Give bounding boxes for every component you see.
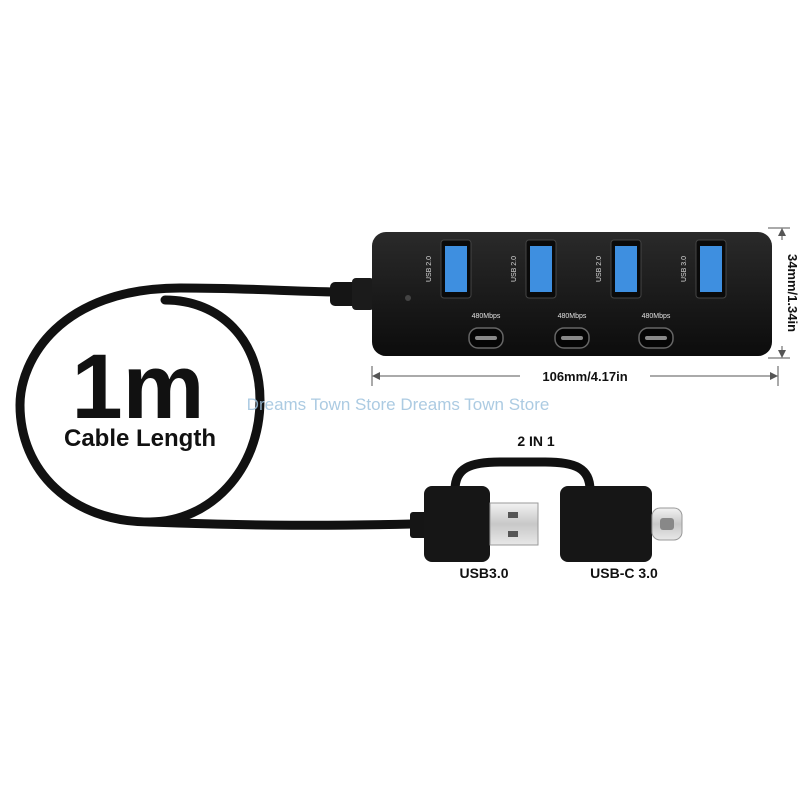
cable-length-value: 1m (72, 336, 205, 438)
usb-a-port: USB 2.0 (511, 239, 557, 299)
port-speed-label: 480Mbps (558, 313, 587, 320)
usb-a-label: USB3.0 (459, 565, 508, 581)
usb-c-ports: 480Mbps 480Mbps 480Mbps (468, 313, 674, 349)
cable (15, 283, 417, 530)
usb-port-label: USB 2.0 (511, 256, 518, 282)
usb-a-port: USB 2.0 (426, 239, 472, 299)
led-indicator (405, 295, 411, 301)
usb-port-label: USB 3.0 (681, 256, 688, 282)
hub-body (372, 232, 772, 356)
usb-port-label: USB 2.0 (426, 256, 433, 282)
two-in-one-connector: 2 IN 1 USB3.0 USB-C 3.0 (410, 433, 683, 581)
port-speed-label: 480Mbps (642, 313, 671, 320)
two-in-one-label: 2 IN 1 (517, 433, 555, 449)
usb-a-port: USB 2.0 (596, 239, 642, 299)
usb-a-connector (424, 486, 490, 562)
usb-port-label: USB 2.0 (596, 256, 603, 282)
usb-c-port: 480Mbps (638, 313, 674, 349)
usb-a-ports: USB 2.0 USB 2.0 USB 2.0 USB 3.0 (426, 239, 727, 299)
height-label: 34mm/1.34in (785, 254, 800, 332)
cable-length-caption: Cable Length (64, 425, 216, 452)
usb-c-port: 480Mbps (468, 313, 504, 349)
width-label: 106mm/4.17in (542, 369, 627, 384)
hub-strain-relief (330, 282, 358, 306)
usb-c-label: USB-C 3.0 (590, 565, 658, 581)
usb-a-port: USB 3.0 (681, 239, 727, 299)
watermark-text: Dreams Town Store Dreams Town Store (247, 395, 550, 414)
port-speed-label: 480Mbps (472, 313, 501, 320)
usb-c-connector (560, 486, 652, 562)
width-dimension: 106mm/4.17in (371, 366, 779, 386)
height-dimension: 34mm/1.34in (768, 227, 800, 359)
usb-c-port: 480Mbps (554, 313, 590, 349)
